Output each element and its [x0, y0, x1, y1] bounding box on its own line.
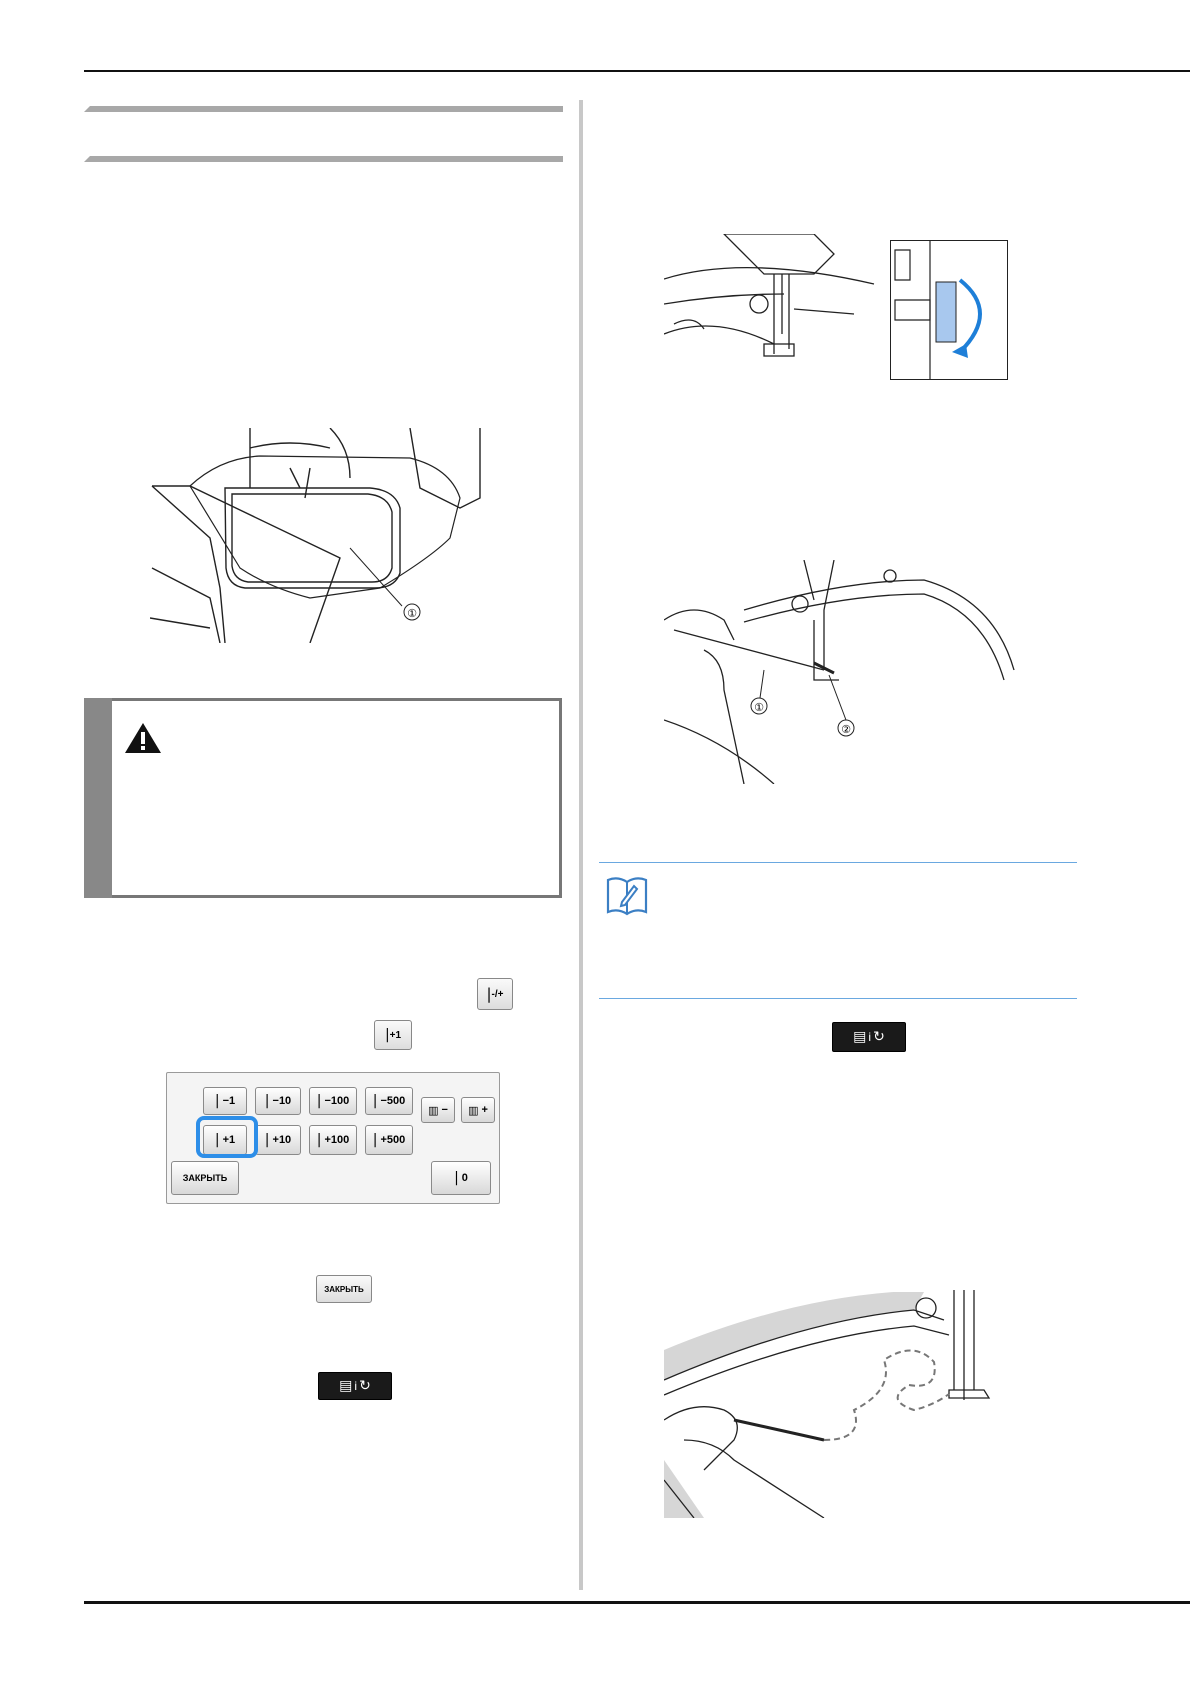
- thread-trim-button-inline[interactable]: ▤ i ↻: [318, 1372, 392, 1400]
- plus-one-highlight: [196, 1116, 258, 1158]
- needle-icon: |: [316, 1093, 322, 1109]
- needle-minus-1-button[interactable]: |−1: [203, 1087, 247, 1115]
- bobbin-icon: ▥: [428, 1103, 439, 1117]
- needle-icon: |: [214, 1093, 220, 1109]
- top-rule: [84, 70, 1190, 72]
- warning-triangle-icon: [125, 723, 161, 753]
- needle-plus-10-button[interactable]: |+10: [255, 1125, 301, 1155]
- needle-icon: |: [486, 985, 492, 1003]
- info-icon: i: [354, 1379, 358, 1393]
- needle-minus-500-button[interactable]: |−500: [365, 1087, 413, 1115]
- size-minus-button[interactable]: ▥−: [421, 1097, 455, 1123]
- bobbin-icon: ▤: [339, 1378, 353, 1394]
- needle-icon: |: [214, 1132, 220, 1148]
- callout-1: ①: [754, 701, 764, 714]
- memo-top-rule: [599, 862, 1077, 863]
- needle-icon: |: [264, 1093, 270, 1109]
- info-icon: i: [868, 1030, 872, 1044]
- callout-1: ①: [407, 607, 417, 620]
- needle-icon: |: [372, 1093, 378, 1109]
- warning-strip: [84, 698, 112, 898]
- needle-minus-100-button[interactable]: |−100: [309, 1087, 357, 1115]
- rotate-icon: ↻: [359, 1378, 371, 1394]
- rotate-icon: ↻: [873, 1029, 885, 1045]
- thread-hook-illustration: ① ②: [664, 560, 1020, 784]
- needle-zero-button[interactable]: |0: [431, 1161, 491, 1195]
- panel-close-button[interactable]: ЗАКРЫТЬ: [171, 1161, 239, 1195]
- needle-icon: |: [372, 1132, 378, 1148]
- needle-plus-1-button[interactable]: |+1: [203, 1125, 247, 1155]
- bottom-rule: [84, 1601, 1190, 1604]
- needle-minus-plus-button[interactable]: |-/+: [477, 978, 513, 1010]
- warning-box: [84, 698, 562, 898]
- bobbin-icon: ▤: [853, 1029, 867, 1045]
- needle-plus-100-button[interactable]: |+100: [309, 1125, 357, 1155]
- needle-minus-10-button[interactable]: |−10: [255, 1087, 301, 1115]
- heading-bar-top: [84, 106, 563, 112]
- pulling-thread-illustration: [664, 1290, 1014, 1518]
- column-divider: [579, 100, 583, 1590]
- memo-pencil-icon: [606, 877, 648, 916]
- bobbin-icon: ▥: [468, 1103, 479, 1117]
- needle-position-panel: |−1 |−10 |−100 |−500 |+1 |+10 |+100 |+50…: [166, 1072, 500, 1204]
- size-plus-button[interactable]: ▥+: [461, 1097, 495, 1123]
- needle-plus-one-button[interactable]: |+1: [374, 1020, 412, 1050]
- handwheel-inset: [890, 240, 1008, 380]
- needle-icon: |: [454, 1170, 459, 1186]
- needle-icon: |: [264, 1132, 270, 1148]
- needle-plus-500-button[interactable]: |+500: [365, 1125, 413, 1155]
- close-button-inline[interactable]: ЗАКРЫТЬ: [316, 1275, 372, 1303]
- memo-bottom-rule: [599, 998, 1077, 999]
- embroidery-frame-illustration: ①: [150, 428, 500, 643]
- heading-bar-bottom: [84, 156, 563, 162]
- needle-icon: |: [384, 1027, 390, 1043]
- callout-2: ②: [841, 723, 851, 736]
- presser-foot-illustration: [664, 234, 880, 374]
- thread-trim-button-right[interactable]: ▤ i ↻: [832, 1022, 906, 1052]
- needle-icon: |: [316, 1132, 322, 1148]
